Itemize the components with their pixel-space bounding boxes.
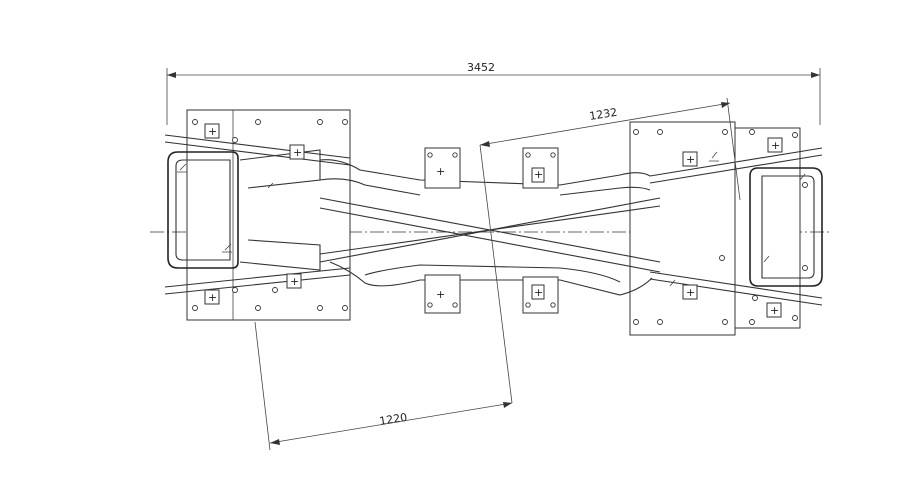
diagonal-dimension-upper: 1232 xyxy=(479,97,741,404)
svg-text:+: + xyxy=(293,146,302,159)
overall-length-label: 3452 xyxy=(467,61,495,74)
right-bolster: + + + + xyxy=(629,121,823,336)
overall-dimension: 3452 xyxy=(166,61,821,125)
svg-text:+: + xyxy=(290,275,299,288)
left-bolster: + + + + xyxy=(164,109,351,321)
central-x-frame xyxy=(319,159,661,296)
svg-text:+: + xyxy=(770,304,779,317)
svg-text:+: + xyxy=(534,286,543,299)
svg-text:+: + xyxy=(436,288,445,301)
svg-text:+: + xyxy=(686,153,695,166)
diagonal-dimension-lower: 1220 xyxy=(254,321,513,451)
svg-text:+: + xyxy=(436,165,445,178)
center-mount-plates: + + + + xyxy=(424,147,559,314)
svg-text:+: + xyxy=(771,139,780,152)
svg-text:+: + xyxy=(534,168,543,181)
diagonal-lower-label: 1220 xyxy=(378,411,408,428)
svg-text:+: + xyxy=(686,286,695,299)
weld-marks xyxy=(177,151,806,287)
diagonal-upper-label: 1232 xyxy=(588,106,618,123)
svg-text:+: + xyxy=(208,125,217,138)
svg-text:+: + xyxy=(208,291,217,304)
